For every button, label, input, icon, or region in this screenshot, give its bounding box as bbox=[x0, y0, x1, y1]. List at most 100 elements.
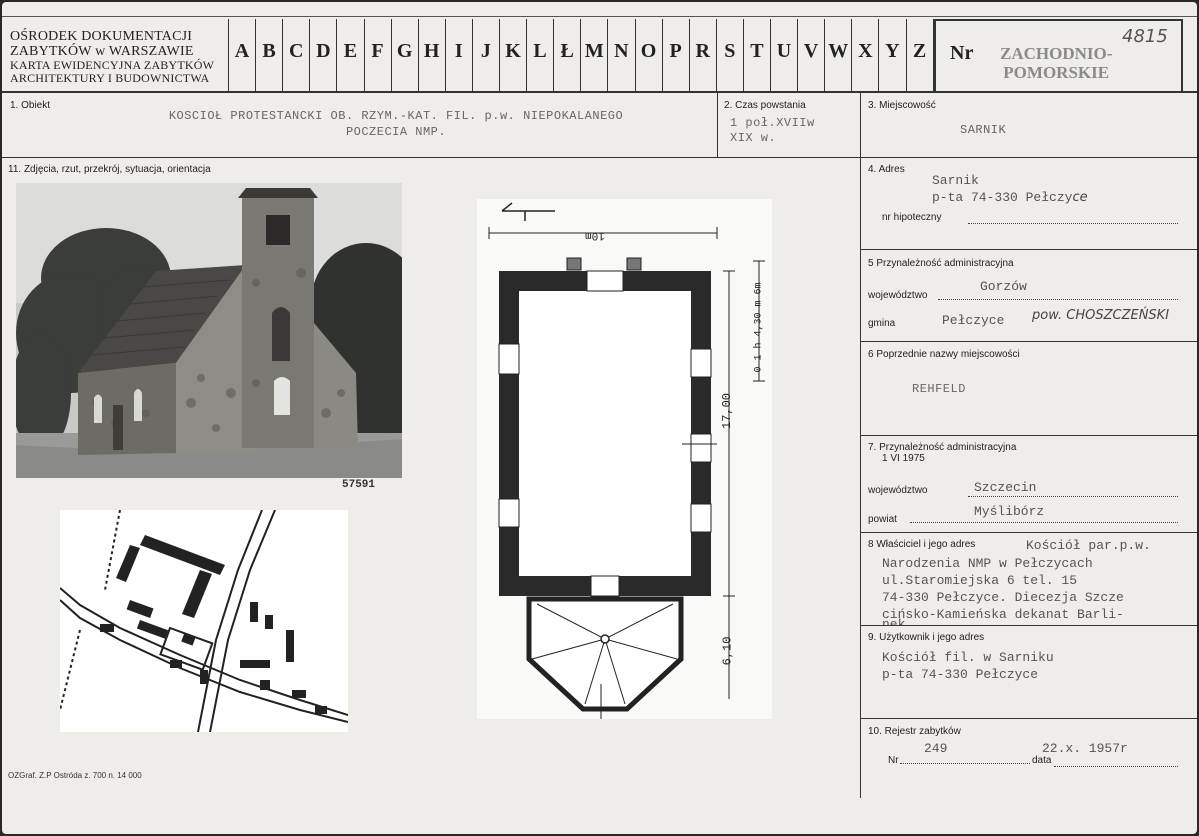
situation-map-image bbox=[59, 509, 349, 733]
owner-line-2: Narodzenia NMP w Pełczycach bbox=[882, 556, 1093, 571]
letter-V: V bbox=[803, 40, 819, 62]
address-line-2: p-ta 74-330 Pełczyce bbox=[932, 190, 1088, 205]
owner-line-5: cińsko-Kamieńska dekanat Barli- bbox=[882, 607, 1124, 622]
nr-value-line-1: ZACHODNIO- bbox=[1000, 44, 1113, 63]
letter-divider bbox=[634, 19, 636, 91]
commune-handwritten: pow. CHOSZCZEŃSKI bbox=[1032, 308, 1170, 323]
letter-divider bbox=[499, 19, 500, 91]
letter-H: H bbox=[423, 40, 440, 62]
letter-S: S bbox=[724, 40, 736, 62]
register-nr-label: Nr bbox=[888, 755, 899, 766]
plan-dim-side: 17,00 bbox=[720, 392, 735, 430]
letter-divider bbox=[417, 19, 419, 91]
nr-label: Nr bbox=[950, 42, 974, 64]
letter-divider bbox=[363, 19, 365, 91]
letter-T: T bbox=[750, 40, 764, 62]
owner-label: 8 Właściciel i jego adres bbox=[868, 539, 976, 550]
letter-divider bbox=[471, 19, 473, 91]
construction-time-line-1: 1 poł.XVIIw bbox=[730, 116, 815, 130]
admin-affiliation-2-label: 7. Przynależność administracyjna bbox=[868, 442, 1017, 453]
organization-header: OŚRODEK DOKUMENTACJI ZABYTKÓW w WARSZAWI… bbox=[10, 29, 226, 85]
org-line-4: ARCHITEKTURY I BUDOWNICTWA bbox=[10, 70, 210, 85]
letter-divider bbox=[336, 19, 338, 91]
user-label: 9. Użytkownik i jego adres bbox=[868, 632, 985, 643]
letter-divider bbox=[742, 19, 744, 91]
letter-divider bbox=[661, 19, 663, 91]
mortgage-label: nr hipoteczny bbox=[882, 212, 942, 223]
letter-X: X bbox=[858, 40, 873, 62]
address-line-1: Sarnik bbox=[932, 173, 979, 188]
church-photo-image bbox=[11, 183, 421, 478]
user-line-2: p-ta 74-330 Pełczyce bbox=[882, 667, 1039, 682]
print-info: OZGraf. Z.P Ostróda z. 700 n. 14 000 bbox=[8, 771, 142, 780]
register-date-label: data bbox=[1032, 755, 1052, 766]
address-label: 4. Adres bbox=[868, 164, 905, 175]
letter-divider bbox=[688, 19, 690, 91]
letter-I: I bbox=[454, 40, 463, 62]
letter-P: P bbox=[669, 40, 682, 62]
letter-divider bbox=[607, 19, 609, 91]
voivodeship-2-label: województwo bbox=[868, 485, 928, 496]
letter-Y: Y bbox=[885, 40, 900, 62]
letter-U: U bbox=[776, 40, 792, 62]
register-nr-value: 249 bbox=[924, 741, 948, 756]
letter-divider bbox=[851, 19, 853, 91]
org-line-2: ZABYTKÓW w WARSZAWIE bbox=[10, 43, 194, 59]
register-date-value: 22.x. 1957r bbox=[1042, 741, 1128, 756]
letter-J: J bbox=[480, 40, 491, 62]
letter-divider bbox=[390, 19, 392, 91]
register-label: 10. Rejestr zabytków bbox=[868, 726, 961, 737]
plan-dim-apse: 6,10 bbox=[720, 636, 735, 666]
address-value: Sarnik p-ta 74-330 Pełczyce bbox=[932, 172, 1088, 206]
admin-affiliation-label: 5 Przynależność administracyjna bbox=[868, 258, 1014, 269]
letter-C: C bbox=[288, 40, 304, 62]
org-line-3: KARTA EWIDENCYJNA ZABYTKÓW bbox=[10, 58, 215, 73]
church-photo bbox=[11, 183, 421, 478]
voivodeship-value: Gorzów bbox=[980, 279, 1027, 294]
district-label: powiat bbox=[868, 514, 897, 525]
letter-W: W bbox=[828, 40, 849, 62]
owner-line-3: ul.Staromiejska 6 tel. 15 bbox=[882, 573, 1078, 588]
letter-K: K bbox=[505, 40, 521, 62]
letter-A: A bbox=[234, 40, 250, 62]
plan-dim-top: 10m bbox=[585, 229, 605, 241]
photo-number: 57591 bbox=[342, 479, 376, 491]
floor-plan: 10m 17,00 6,10 0 1 h 4,30 m 6m bbox=[477, 199, 772, 719]
admin-affiliation-date: 1 VI 1975 bbox=[882, 453, 925, 464]
handwritten-number: 4815 bbox=[1122, 26, 1168, 47]
letter-divider bbox=[932, 19, 934, 91]
owner-value-head: Kościół par.p.w. bbox=[1026, 538, 1151, 553]
letter-E: E bbox=[343, 40, 358, 62]
user-line-1: Kościół fil. w Sarniku bbox=[882, 650, 1054, 665]
letter-F: F bbox=[371, 40, 384, 62]
construction-time-label: 2. Czas powstania bbox=[724, 100, 806, 111]
letter-divider bbox=[797, 19, 799, 91]
district-value: Myślibórz bbox=[974, 504, 1045, 519]
letter-B: B bbox=[262, 40, 276, 62]
situation-map bbox=[59, 509, 349, 733]
letter-G: G bbox=[396, 40, 413, 62]
object-value-line-2: POCZECIA NMP. bbox=[345, 125, 447, 139]
letter-M: M bbox=[584, 40, 604, 62]
letter-R: R bbox=[695, 40, 710, 62]
commune-label: gmina bbox=[868, 318, 896, 329]
nr-value-line-2: POMORSKIE bbox=[1003, 63, 1110, 82]
voivodeship-label: województwo bbox=[868, 290, 928, 301]
object-value-line-1: KOSCIOŁ PROTESTANCKI OB. RZYM.-KAT. FIL.… bbox=[168, 109, 624, 123]
letter-D: D bbox=[316, 40, 331, 62]
previous-names-label: 6 Poprzednie nazwy miejscowości bbox=[868, 349, 1020, 360]
letter-divider bbox=[282, 19, 284, 91]
owner-line-6: nek bbox=[882, 617, 906, 625]
previous-names-value: REHFELD bbox=[912, 382, 966, 396]
letter-divider bbox=[444, 19, 446, 91]
nr-box bbox=[934, 19, 1183, 93]
letter-divider bbox=[228, 19, 229, 91]
voivodeship-2-value: Szczecin bbox=[974, 480, 1037, 495]
letter-divider bbox=[770, 19, 771, 91]
construction-time-line-2: XIX w. bbox=[730, 131, 777, 145]
user-value: Kościół fil. w Sarniku p-ta 74-330 Pełcz… bbox=[882, 649, 1054, 683]
construction-time-value: 1 poł.XVIIw XIX w. bbox=[730, 116, 815, 146]
nr-value: ZACHODNIO- POMORSKIE bbox=[1000, 44, 1112, 82]
org-line-1: OŚRODEK DOKUMENTACJI bbox=[10, 29, 193, 44]
